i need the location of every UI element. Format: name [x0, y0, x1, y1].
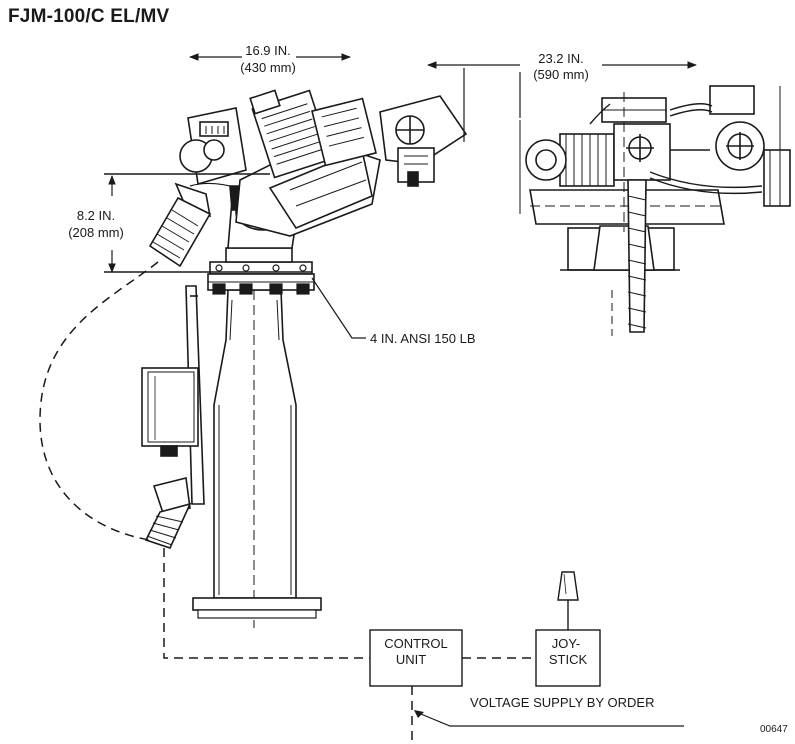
- width-dim-in: 16.9 IN.: [245, 43, 291, 58]
- joystick-label-1: JOY-: [552, 636, 580, 651]
- depth-dim-in: 23.2 IN.: [538, 51, 584, 66]
- depth-dim-mm: (590 mm): [533, 67, 589, 82]
- height-dim-mm: (208 mm): [68, 225, 124, 240]
- diagram-title: FJM-100/C EL/MV: [8, 6, 170, 27]
- top-flange: [207, 247, 315, 295]
- control-unit-label-2: UNIT: [396, 652, 426, 667]
- figure-number: 00647: [760, 724, 788, 735]
- joystick-box: [535, 629, 601, 687]
- supply-label: VOLTAGE SUPPLY BY ORDER: [470, 695, 654, 710]
- upper-hose: [148, 182, 239, 268]
- riser-pipe: [213, 289, 297, 628]
- side-view: [39, 89, 468, 659]
- base-flange: [192, 597, 322, 611]
- hose-loop-dashed: [39, 261, 159, 541]
- cable-to-control: [163, 548, 370, 659]
- height-dim-in: 8.2 IN.: [77, 208, 115, 223]
- control-unit-box: [369, 629, 463, 687]
- junction-box: [141, 367, 199, 457]
- control-unit-label-1: CONTROL: [384, 636, 448, 651]
- flange-label: 4 IN. ANSI 150 LB: [370, 331, 476, 346]
- joystick-label-2: STICK: [549, 652, 588, 667]
- dimension-lines-right: [427, 61, 697, 142]
- width-dim-mm: (430 mm): [240, 60, 296, 75]
- rear-view: [519, 85, 791, 336]
- supply-leader: [415, 711, 684, 727]
- lower-hose: [144, 477, 192, 549]
- joystick-handle: [557, 571, 579, 630]
- control-system: [369, 571, 684, 744]
- monitor-head: [179, 89, 468, 249]
- dimension-lines-left: [104, 53, 366, 339]
